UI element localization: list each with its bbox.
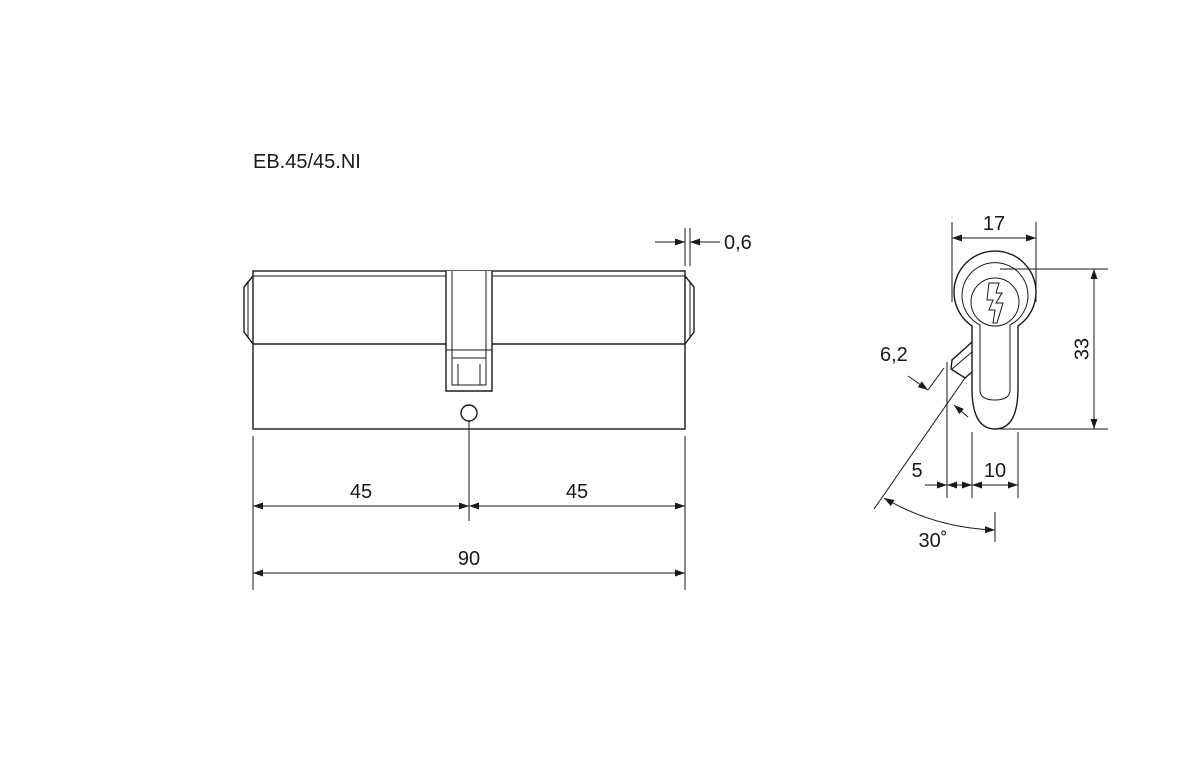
dim-left-half: 45 [350,481,372,503]
dim-cam-width: 6,2 [880,344,908,366]
cylinder-side-view [243,270,695,521]
dim-height: 33 [1071,338,1093,360]
drawing-title: EB.45/45.NI [253,151,361,173]
dim-bottom-width: 10 [984,460,1006,482]
dim-right-half: 45 [566,481,588,503]
dim-cam-angle: 30˚ [919,530,948,552]
cylinder-profile-view [950,250,1037,430]
dim-arc-cam-angle [883,497,996,534]
dim-width: 17 [983,213,1005,235]
dim-line-cam-width [907,375,929,391]
cam-slot [445,271,493,392]
dim-gap: 0,6 [724,232,752,254]
dim-offset: 5 [911,460,922,482]
keyway [986,282,1004,324]
profile-outline [953,250,1037,430]
cam [950,341,973,379]
profile-inner [961,262,1029,362]
dim-total-length: 90 [458,548,480,570]
fixing-screw-hole [460,404,478,422]
plug-circle [970,277,1020,327]
